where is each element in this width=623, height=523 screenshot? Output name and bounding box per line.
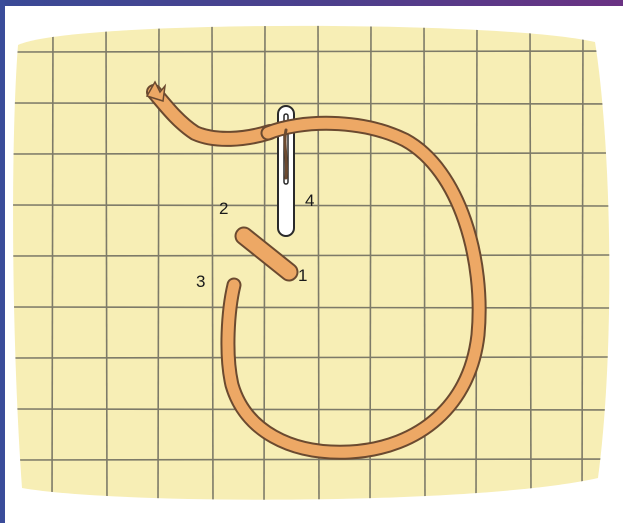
grid-line-horizontal	[10, 51, 615, 52]
grid-line-horizontal	[10, 307, 615, 308]
thread-in-needle-eye	[285, 130, 286, 178]
grid-line-horizontal	[10, 153, 615, 154]
grid-line-horizontal	[10, 409, 615, 410]
grid-line-vertical	[52, 20, 53, 505]
grid-line-vertical	[318, 20, 319, 505]
grid-line-vertical	[106, 20, 107, 505]
step-label-3: 3	[196, 272, 205, 291]
grid-line-horizontal	[10, 459, 615, 460]
grid-line-vertical	[530, 20, 531, 505]
grid-line-horizontal	[10, 255, 615, 256]
grid-line-horizontal	[10, 103, 615, 104]
grid-line-vertical	[582, 20, 583, 505]
fabric-canvas	[13, 26, 609, 500]
step-label-2: 2	[219, 199, 228, 218]
grid-line-horizontal	[10, 357, 615, 358]
step-label-4: 4	[305, 191, 314, 210]
grid-line-vertical	[370, 20, 371, 505]
grid-line-vertical	[212, 20, 213, 505]
step-label-1: 1	[298, 266, 307, 285]
